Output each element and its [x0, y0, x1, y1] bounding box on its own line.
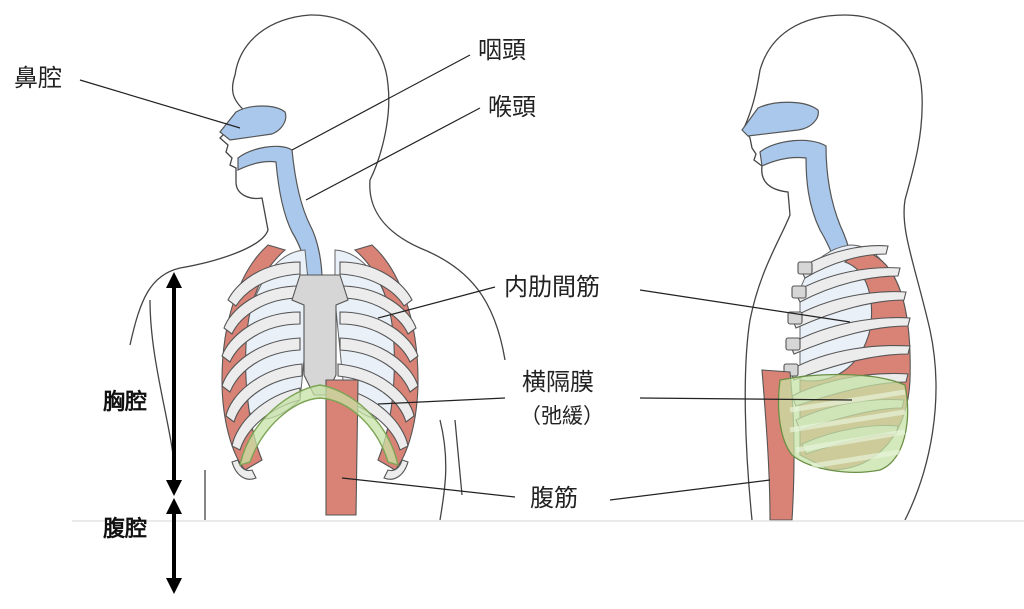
label-diaphragm-state: （弛緩） — [520, 404, 604, 428]
abdominal-cavity-arrow — [166, 498, 182, 594]
side-vertebrae — [783, 261, 813, 377]
label-diaphragm: 横隔膜 — [522, 368, 594, 396]
side-nasal-cavity — [741, 101, 819, 137]
label-intercostal: 内肋間筋 — [504, 273, 600, 301]
label-abdominal-cavity: 腹腔 — [103, 517, 148, 542]
front-figure — [129, 14, 506, 521]
front-lower-body — [149, 299, 463, 521]
label-thoracic-cavity: 胸腔 — [103, 390, 148, 415]
thoracic-cavity-arrow — [166, 272, 182, 496]
front-nasal-cavity — [219, 105, 287, 141]
front-diaphragm — [239, 384, 399, 467]
side-figure — [741, 14, 937, 521]
side-diaphragm-stripes — [789, 389, 906, 469]
leader-lines — [79, 54, 853, 501]
label-larynx: 喉頭 — [488, 93, 536, 121]
label-nasal-cavity: 鼻腔 — [14, 64, 62, 92]
side-trachea — [759, 139, 853, 267]
label-abdominal-muscle: 腹筋 — [530, 484, 578, 512]
front-abdominal-muscle — [325, 379, 359, 516]
label-pharynx: 咽頭 — [478, 36, 526, 64]
